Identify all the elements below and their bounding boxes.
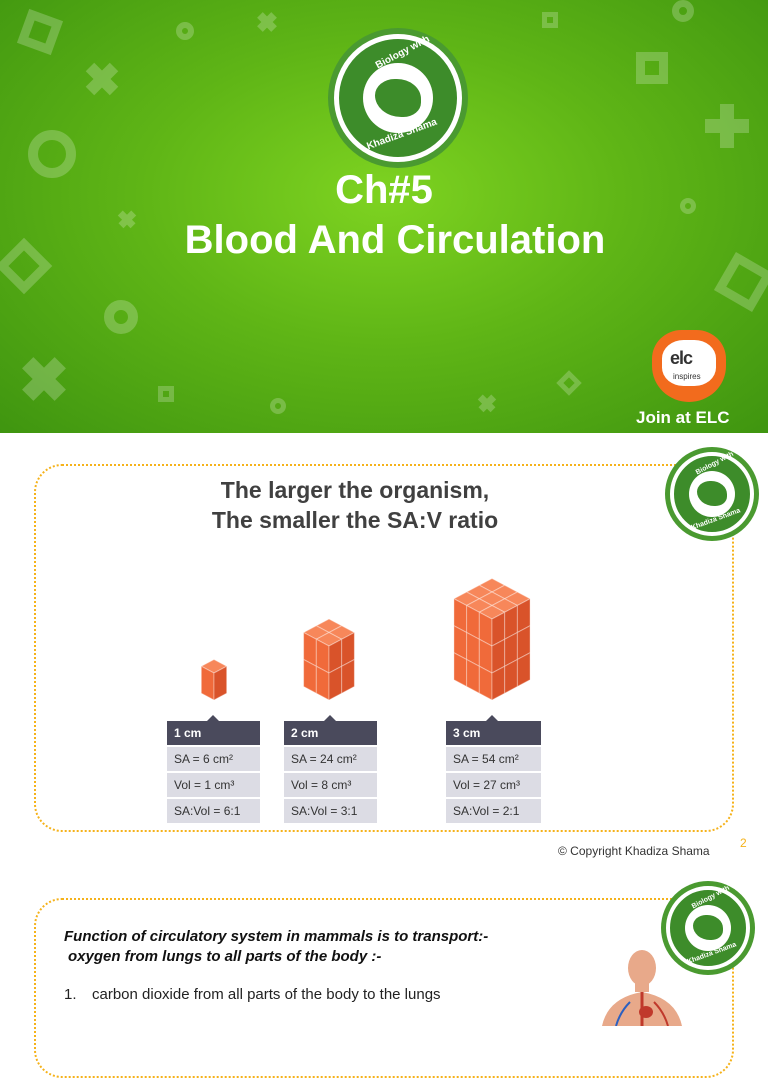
decor-square-icon	[158, 386, 174, 402]
slide2-frame	[34, 464, 734, 832]
table-header: 1 cm	[167, 715, 260, 745]
table-cell-vol: Vol = 8 cm³	[284, 773, 377, 797]
decor-ring-icon	[672, 0, 694, 22]
sa-v-heading-line1: The larger the organism,	[220, 477, 490, 503]
biology-logo: Biology with Khadiza Shama	[334, 34, 462, 162]
table-cell-sa: SA = 6 cm²	[167, 747, 260, 771]
table-cell-ratio: SA:Vol = 3:1	[284, 799, 377, 823]
chapter-number: Ch#5	[335, 168, 433, 212]
table-cell-ratio: SA:Vol = 2:1	[446, 799, 541, 823]
list-item-text: carbon dioxide from all parts of the bod…	[92, 986, 441, 1003]
biology-logo-small: Biology with Khadiza Shama	[666, 885, 750, 970]
table-cell-vol: Vol = 27 cm³	[446, 773, 541, 797]
page-number: 2	[740, 836, 747, 850]
table-header: 3 cm	[446, 715, 541, 745]
table-cell-sa: SA = 24 cm²	[284, 747, 377, 771]
sa-v-heading-line2: The smaller the SA:V ratio	[211, 507, 499, 533]
join-text: Join at ELC	[636, 408, 730, 427]
biology-logo-small: Biology with Khadiza Shama	[670, 451, 754, 536]
cube-right-face	[516, 651, 531, 688]
human-body-icon	[602, 950, 682, 1026]
decor-square-icon	[636, 52, 668, 84]
title-slide: Biology with Khadiza Shama Ch#5 Blood An…	[0, 0, 768, 433]
table-cell-ratio: SA:Vol = 6:1	[167, 799, 260, 823]
copyright-text: © Copyright Khadiza Shama	[558, 844, 710, 858]
logo-emblem-icon	[363, 63, 433, 133]
list-item: 1. carbon dioxide from all parts of the b…	[64, 986, 441, 1003]
elc-logo-sub: inspires	[673, 372, 701, 381]
elc-logo-word: elc	[670, 348, 693, 368]
decor-ring-icon	[28, 130, 76, 178]
table-2cm: 2 cm SA = 24 cm² Vol = 8 cm³ SA:Vol = 3:…	[284, 715, 377, 823]
table-cell-sa: SA = 54 cm²	[446, 747, 541, 771]
logo-emblem-icon	[685, 905, 731, 951]
logo-emblem-icon	[689, 471, 735, 517]
function-title: Function of circulatory system in mammal…	[64, 928, 489, 945]
decor-ring-icon	[104, 300, 138, 334]
cube-group	[200, 577, 532, 701]
chapter-title: Blood And Circulation	[184, 218, 606, 262]
table-cell-vol: Vol = 1 cm³	[167, 773, 260, 797]
decor-ring-icon	[176, 22, 194, 40]
decor-ring-icon	[270, 398, 286, 414]
decor-square-icon	[542, 12, 558, 28]
table-3cm: 3 cm SA = 54 cm² Vol = 27 cm³ SA:Vol = 2…	[446, 715, 541, 823]
decor-ring-icon	[680, 198, 696, 214]
function-subtitle: oxygen from lungs to all parts of the bo…	[68, 948, 382, 965]
cube-right-face	[213, 665, 228, 701]
table-1cm: 1 cm SA = 6 cm² Vol = 1 cm³ SA:Vol = 6:1	[167, 715, 260, 823]
elc-logo: elc inspires	[652, 330, 726, 402]
list-item-number: 1.	[64, 986, 77, 1003]
decor-crosses	[22, 12, 749, 413]
table-header: 2 cm	[284, 715, 377, 745]
cube-right-face	[341, 658, 355, 695]
cube-illustrations	[200, 577, 532, 701]
